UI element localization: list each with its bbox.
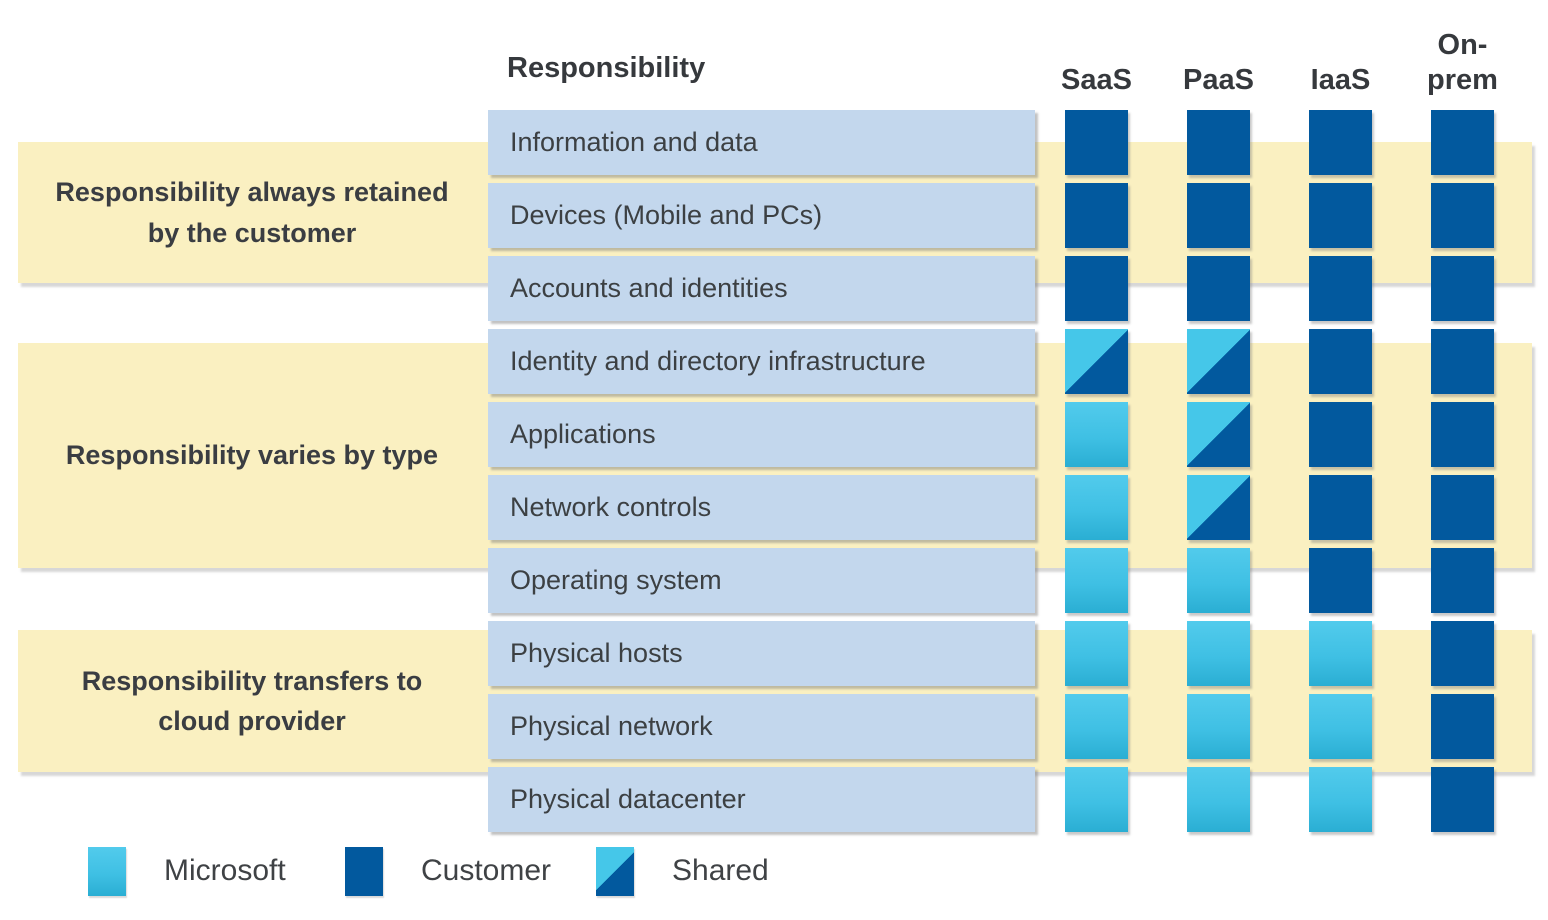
matrix-cell-customer	[1431, 767, 1494, 832]
matrix-cell-shared	[1187, 329, 1250, 394]
responsibility-row: Network controls	[488, 475, 1035, 540]
matrix-cell-microsoft	[1065, 694, 1128, 759]
matrix-cell-microsoft	[1065, 548, 1128, 613]
column-header-onprem: On-prem	[1427, 29, 1498, 97]
matrix-cell-customer	[1187, 183, 1250, 248]
matrix-cell-customer	[1065, 256, 1128, 321]
column-header-iaas: IaaS	[1310, 64, 1371, 97]
matrix-cell-customer	[1431, 183, 1494, 248]
legend-label: Shared	[672, 854, 769, 887]
matrix-cell-customer	[1309, 110, 1372, 175]
responsibility-row: Applications	[488, 402, 1035, 467]
matrix-cell-customer	[1187, 256, 1250, 321]
matrix-cell-customer	[1309, 402, 1372, 467]
matrix-cell-microsoft	[1065, 621, 1128, 686]
group-band-label: Responsibility transfers to cloud provid…	[81, 665, 423, 737]
matrix-cell-microsoft	[1065, 402, 1128, 467]
legend-label: Microsoft	[164, 854, 286, 887]
responsibility-row: Physical datacenter	[488, 767, 1035, 832]
matrix-cell-customer	[1431, 621, 1494, 686]
legend-item-shared: Shared	[596, 846, 769, 896]
column-header-paas: PaaS	[1183, 64, 1254, 97]
matrix-cell-customer	[1431, 402, 1494, 467]
group-band-label: Responsibility always retained by the cu…	[55, 177, 449, 248]
legend-swatch-shared-icon	[596, 846, 634, 896]
matrix-cell-customer	[1065, 183, 1128, 248]
legend-swatch-microsoft-icon	[88, 846, 126, 896]
legend-item-microsoft: Microsoft	[88, 846, 286, 896]
matrix-cell-microsoft	[1187, 694, 1250, 759]
matrix-cell-customer	[1309, 256, 1372, 321]
matrix-cell-microsoft	[1309, 621, 1372, 686]
matrix-cell-customer	[1065, 110, 1128, 175]
matrix-cell-customer	[1431, 110, 1494, 175]
responsibility-row: Operating system	[488, 548, 1035, 613]
matrix-cell-customer	[1431, 329, 1494, 394]
matrix-cell-customer	[1431, 694, 1494, 759]
matrix-cell-customer	[1187, 110, 1250, 175]
matrix-cell-microsoft	[1309, 767, 1372, 832]
matrix-cell-microsoft	[1187, 548, 1250, 613]
responsibility-row: Accounts and identities	[488, 256, 1035, 321]
responsibility-row: Identity and directory infrastructure	[488, 329, 1035, 394]
matrix-cell-microsoft	[1065, 767, 1128, 832]
matrix-cell-microsoft	[1309, 694, 1372, 759]
matrix-cell-customer	[1309, 183, 1372, 248]
responsibility-row: Information and data	[488, 110, 1035, 175]
matrix-cell-microsoft	[1065, 475, 1128, 540]
matrix-cell-customer	[1431, 548, 1494, 613]
matrix-cell-shared	[1187, 475, 1250, 540]
matrix-cell-microsoft	[1187, 767, 1250, 832]
matrix-cell-shared	[1065, 329, 1128, 394]
matrix-cell-microsoft	[1187, 621, 1250, 686]
responsibility-row: Physical network	[488, 694, 1035, 759]
matrix-cell-customer	[1309, 329, 1372, 394]
matrix-cell-customer	[1431, 256, 1494, 321]
legend-swatch-customer-icon	[345, 846, 383, 896]
responsibility-column-title: Responsibility	[507, 52, 706, 84]
legend-item-customer: Customer	[345, 846, 551, 896]
responsibility-row: Devices (Mobile and PCs)	[488, 183, 1035, 248]
responsibility-row: Physical hosts	[488, 621, 1035, 686]
column-header-saas: SaaS	[1061, 64, 1132, 97]
group-band-label: Responsibility varies by type	[65, 440, 439, 471]
matrix-cell-customer	[1309, 548, 1372, 613]
legend-label: Customer	[421, 854, 552, 887]
matrix-cell-customer	[1309, 475, 1372, 540]
matrix-cell-customer	[1431, 475, 1494, 540]
matrix-cell-shared	[1187, 402, 1250, 467]
